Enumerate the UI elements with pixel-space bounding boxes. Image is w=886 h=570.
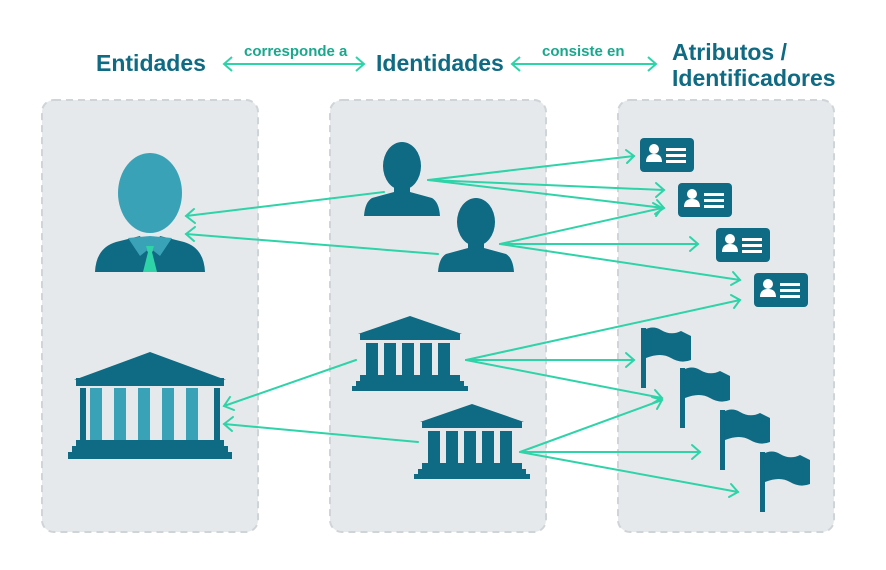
- id-card-icon: [640, 138, 694, 172]
- id-card-icon: [716, 228, 770, 262]
- attributes-panel: [617, 99, 835, 533]
- arrow-bank1-to-entity-bank: [222, 359, 357, 411]
- consists-label: consiste en: [542, 43, 625, 60]
- attributes-header-line1: Atributos /: [672, 39, 787, 65]
- arrow-bank2-to-entity-bank: [222, 416, 419, 443]
- businessman-icon: [95, 153, 205, 272]
- arrows-bank2-to-flags: [519, 396, 740, 498]
- attributes-header-line2: Identificadores: [672, 65, 836, 91]
- arrow-identity2-to-entity-person: [184, 226, 439, 255]
- entities-header: Entidades: [96, 50, 206, 76]
- corresponds-label: corresponde a: [244, 43, 348, 60]
- arrows-identity1-to-cards: [427, 149, 666, 215]
- id-card-icon: [754, 273, 808, 307]
- consists-double-arrow: [510, 56, 658, 72]
- arrows-bank1-to-flags: [465, 294, 742, 404]
- corresponds-double-arrow: [222, 56, 366, 72]
- arrow-identity1-to-entity-person: [184, 191, 385, 224]
- arrows-identity2-to-cards: [499, 202, 742, 286]
- id-card-icon: [678, 183, 732, 217]
- identities-header: Identidades: [376, 50, 504, 76]
- bank-building-icon: [68, 352, 232, 459]
